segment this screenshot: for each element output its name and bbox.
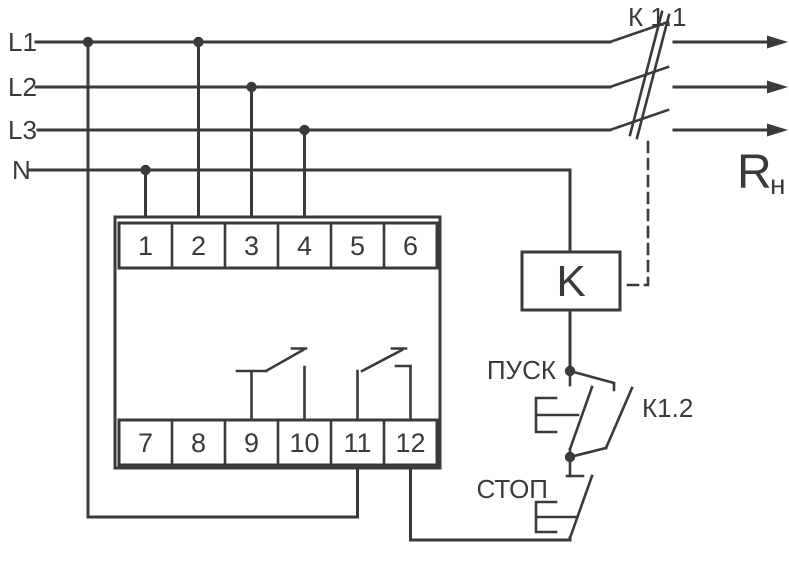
label-k12: К1.2 [642,393,693,423]
stop-contact-blade [568,474,594,540]
terminal-number-12: 12 [395,428,425,458]
contact-blade-l3 [608,108,670,132]
junction-dots [82,36,310,176]
label-l2: L2 [8,72,37,102]
arrowhead-l3 [767,123,788,137]
bottom-terminal-dividers [170,418,386,467]
arrowhead-l1 [767,35,788,49]
bottom-terminal-numbers: 7 8 9 10 11 12 [138,428,426,458]
coil-letter: K [556,257,585,306]
terminal-number-10: 10 [289,428,319,458]
gang-coupling-bars [628,10,671,140]
terminal-number-8: 8 [191,428,206,458]
terminal-number-6: 6 [403,231,418,261]
label-start: ПУСК [487,355,556,385]
label-l3: L3 [8,115,37,145]
aux-contact-blade [604,386,634,450]
aux-contact-k12 [568,369,634,459]
stop-button-symbol [534,455,594,540]
contactor-coil: K [520,250,622,373]
top-terminal-numbers: 1 2 3 4 5 6 [138,231,418,261]
load-symbol: R [737,146,772,199]
terminal-number-11: 11 [343,428,371,458]
internal-contact-11-12 [356,347,412,422]
label-k11: К 1.1 [628,2,687,32]
start-contact-blade [568,385,594,451]
aux-top-lead [568,369,616,392]
terminal-feed-wires [144,40,306,225]
terminal-number-7: 7 [138,428,153,458]
push-button-actuator-icon [534,500,578,534]
relay-contact-icon [356,347,412,422]
terminal-number-5: 5 [350,231,365,261]
mechanical-link-dashed [621,140,650,287]
label-n: N [12,155,31,185]
terminal-number-3: 3 [244,231,259,261]
terminal-number-1: 1 [138,231,153,261]
push-button-actuator-icon [534,396,580,434]
relay-contact-icon [235,347,308,422]
terminal-number-4: 4 [297,231,312,261]
phase-labels: L1 L2 L3 N [8,27,37,185]
relay-device: 1 2 3 4 5 6 7 8 9 10 11 12 [113,215,442,470]
load-subscript: н [770,169,785,200]
supply-lines [28,40,612,254]
terminal-number-9: 9 [244,428,259,458]
control-circuit: ПУСК К1.2 СТОП [476,355,693,540]
main-contacts-k11: К 1.1 [608,2,788,287]
load-label: R н [737,146,785,200]
contact-blade-l2 [608,65,670,89]
internal-contact-9-10 [235,347,308,422]
start-button-symbol [534,369,594,460]
arrowhead-l2 [767,80,788,94]
label-stop: СТОП [476,474,548,504]
aux-bottom-lead [568,446,608,459]
terminal-number-2: 2 [191,231,206,261]
label-l1: L1 [8,27,37,57]
top-terminal-dividers [170,221,386,270]
line-n-to-coil [28,168,572,254]
coil-box [520,250,622,312]
wire-l1-to-terminal11 [86,40,359,519]
